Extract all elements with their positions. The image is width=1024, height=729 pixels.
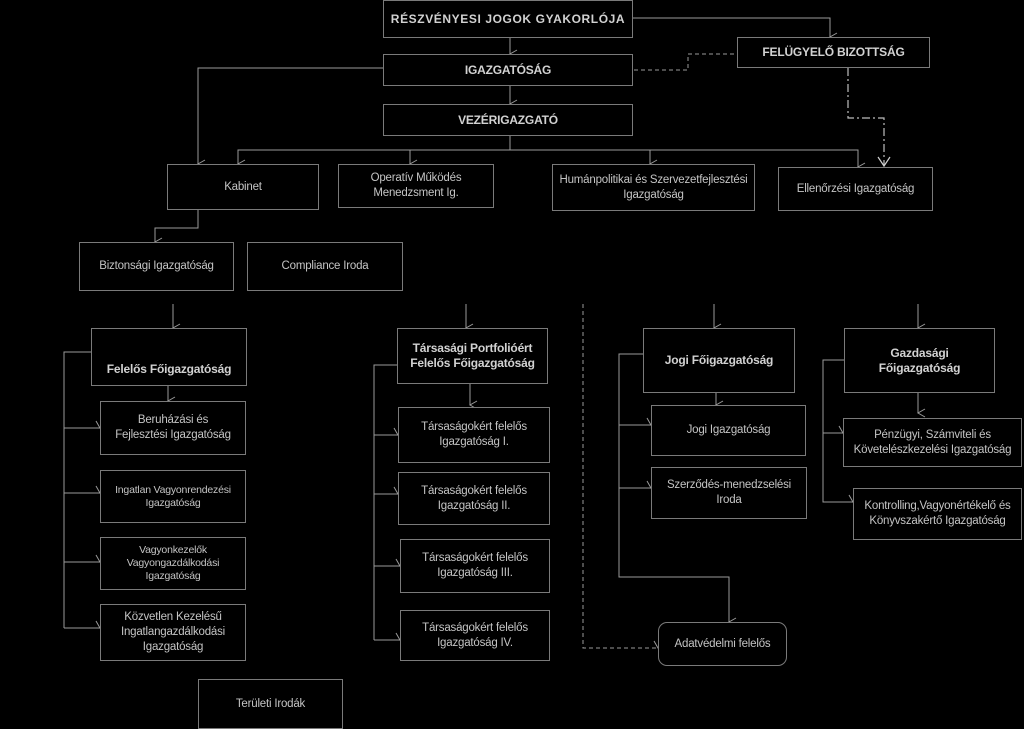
node-finance-main: Gazdasági Főigazgatóság <box>844 328 995 393</box>
node-board: IGAZGATÓSÁG <box>383 54 633 86</box>
node-co4-label: Társaságokért felelős Igazgatóság IV. <box>422 621 528 649</box>
node-audit: Ellenőrzési Igazgatóság <box>778 167 933 211</box>
node-co1: Társaságokért felelős Igazgatóság I. <box>398 407 550 463</box>
node-compliance: Compliance Iroda <box>247 242 403 291</box>
node-compliance-label: Compliance Iroda <box>281 260 369 272</box>
node-cabinet-label: Kabinet <box>224 180 262 193</box>
node-contract: Szerződés-menedzselési Iroda <box>651 467 807 519</box>
node-co2-label: Társaságokért felelős Igazgatóság II. <box>421 484 527 512</box>
node-supervisory-board: FELÜGYELŐ BIZOTTSÁG <box>737 37 930 68</box>
node-board-label: IGAZGATÓSÁG <box>464 62 552 77</box>
node-investment-label: Beruházási és Fejlesztési Igazgatóság <box>115 414 231 441</box>
node-data-protection: Adatvédelmi felelős <box>658 622 787 666</box>
node-hr-label: Humánpolitikai és Szervezetfejlesztési I… <box>559 173 748 201</box>
node-direct-mgmt: Közvetlen Kezelésű Ingatlangazdálkodási … <box>100 604 246 661</box>
node-legal-main: Jogi Főigazgatóság <box>643 328 795 393</box>
node-operational-label: Operatív Működés Menedzsment Ig. <box>370 172 462 199</box>
node-investment: Beruházási és Fejlesztési Igazgatóság <box>100 401 246 455</box>
node-responsible: Felelős Főigazgatóság <box>91 328 247 386</box>
node-controlling-label: Kontrolling,Vagyonértékelő és Könyvszaké… <box>864 500 1011 527</box>
node-ceo-label: VEZÉRIGAZGATÓ <box>458 112 558 127</box>
node-security: Biztonsági Igazgatóság <box>79 242 234 291</box>
node-shareholder-label: RÉSZVÉNYESI JOGOK GYAKORLÓJA <box>390 11 626 26</box>
node-contract-label: Szerződés-menedzselési Iroda <box>666 479 792 506</box>
node-responsible-label: Felelős Főigazgatóság <box>106 361 232 376</box>
node-controlling: Kontrolling,Vagyonértékelő és Könyvszaké… <box>853 488 1022 540</box>
node-security-label: Biztonsági Igazgatóság <box>99 260 214 272</box>
node-regional: Területi Irodák <box>198 679 343 729</box>
node-asset-managers: Vagyonkezelők Vagyongazdálkodási Igazgat… <box>100 537 246 590</box>
node-portfolio: Társasági Portfolióért Felelős Főigazgat… <box>397 328 548 384</box>
node-shareholder: RÉSZVÉNYESI JOGOK GYAKORLÓJA <box>383 0 633 38</box>
node-cabinet: Kabinet <box>167 164 319 210</box>
node-legal-label: Jogi Igazgatóság <box>686 424 771 436</box>
node-regional-label: Területi Irodák <box>235 697 306 710</box>
node-finance: Pénzügyi, Számviteli és Követelészkezelé… <box>843 418 1022 467</box>
node-co4: Társaságokért felelős Igazgatóság IV. <box>400 610 550 661</box>
node-finance-label: Pénzügyi, Számviteli és Követelészkezelé… <box>853 428 1012 456</box>
node-co3: Társaságokért felelős Igazgatóság III. <box>400 539 550 593</box>
node-legal-main-label: Jogi Főigazgatóság <box>664 353 774 367</box>
node-asset-managers-label: Vagyonkezelők Vagyongazdálkodási Igazgat… <box>126 544 220 582</box>
node-co3-label: Társaságokért felelős Igazgatóság III. <box>422 552 528 579</box>
node-portfolio-label: Társasági Portfolióért Felelős Főigazgat… <box>410 341 535 370</box>
node-co1-label: Társaságokért felelős Igazgatóság I. <box>421 421 527 448</box>
node-real-estate-mgmt: Ingatlan Vagyonrendezési Igazgatóság <box>100 470 246 523</box>
node-finance-main-label: Gazdasági Főigazgatóság <box>878 345 961 375</box>
node-audit-label: Ellenőrzési Igazgatóság <box>796 182 915 195</box>
node-co2: Társaságokért felelős Igazgatóság II. <box>398 472 550 525</box>
node-real-estate-mgmt-label: Ingatlan Vagyonrendezési Igazgatóság <box>115 483 231 509</box>
node-supervisory-board-label: FELÜGYELŐ BIZOTTSÁG <box>762 45 905 59</box>
node-legal: Jogi Igazgatóság <box>651 405 806 456</box>
node-ceo: VEZÉRIGAZGATÓ <box>383 104 633 136</box>
node-data-protection-label: Adatvédelmi felelős <box>674 637 771 650</box>
node-operational: Operatív Működés Menedzsment Ig. <box>338 164 494 208</box>
node-direct-mgmt-label: Közvetlen Kezelésű Ingatlangazdálkodási … <box>120 611 226 653</box>
node-hr: Humánpolitikai és Szervezetfejlesztési I… <box>552 164 755 211</box>
